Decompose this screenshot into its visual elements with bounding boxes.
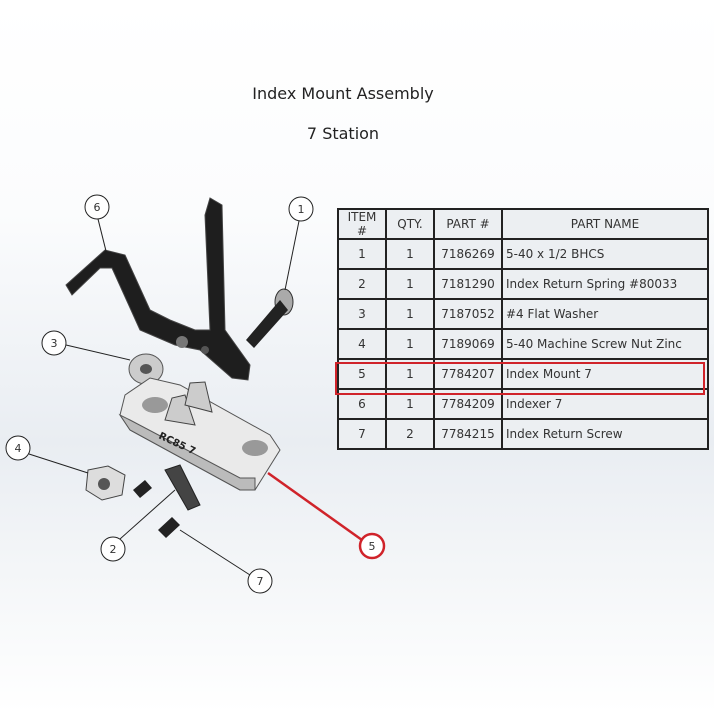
header-part-number: PART # bbox=[433, 208, 503, 240]
balloon-2: 2 bbox=[100, 536, 126, 562]
cell-part-number: 7187052 bbox=[433, 298, 503, 330]
part-screw-bhcs bbox=[246, 288, 294, 348]
cell-part-name: 5-40 x 1/2 BHCS bbox=[501, 238, 709, 270]
table-header: ITEM # QTY. PART # PART NAME bbox=[337, 208, 709, 240]
part-indexer bbox=[65, 197, 251, 381]
svg-text:2: 2 bbox=[110, 543, 117, 556]
cell-item: 4 bbox=[337, 328, 387, 360]
drawing-subtitle: 7 Station bbox=[306, 124, 380, 143]
part-spring bbox=[164, 464, 201, 511]
cell-qty: 1 bbox=[385, 328, 435, 360]
cell-part-name: 5-40 Machine Screw Nut Zinc bbox=[501, 328, 709, 360]
svg-text:4: 4 bbox=[15, 442, 22, 455]
cell-item: 1 bbox=[337, 238, 387, 270]
svg-text:5: 5 bbox=[369, 540, 376, 553]
cell-part-number: 7189069 bbox=[433, 328, 503, 360]
part-index-mount: RC85 7 bbox=[118, 377, 281, 491]
svg-text:6: 6 bbox=[94, 201, 101, 214]
cell-part-name: Index Return Screw bbox=[501, 418, 709, 450]
cell-part-name: Index Return Spring #80033 bbox=[501, 268, 709, 300]
header-qty: QTY. bbox=[385, 208, 435, 240]
header-part-name: PART NAME bbox=[501, 208, 709, 240]
cell-qty: 1 bbox=[385, 298, 435, 330]
header-item: ITEM # bbox=[337, 208, 387, 240]
cell-item: 2 bbox=[337, 268, 387, 300]
cell-part-number: 7181290 bbox=[433, 268, 503, 300]
svg-text:3: 3 bbox=[51, 337, 58, 350]
cell-item: 3 bbox=[337, 298, 387, 330]
cell-part-number: 7186269 bbox=[433, 238, 503, 270]
balloon-1: 1 bbox=[288, 196, 314, 222]
cell-part-name: #4 Flat Washer bbox=[501, 298, 709, 330]
cell-part-number: 7784215 bbox=[433, 418, 503, 450]
part-nut bbox=[85, 465, 126, 501]
balloon-6: 6 bbox=[84, 194, 110, 220]
cell-qty: 2 bbox=[385, 418, 435, 450]
balloon-7: 7 bbox=[247, 568, 273, 594]
cell-qty: 1 bbox=[385, 238, 435, 270]
svg-text:1: 1 bbox=[298, 203, 305, 216]
part-set-screw bbox=[158, 517, 180, 538]
balloon-4: 4 bbox=[5, 435, 31, 461]
cell-item: 7 bbox=[337, 418, 387, 450]
part-set-screw bbox=[133, 480, 152, 498]
highlight-box bbox=[335, 362, 705, 395]
drawing-title: Index Mount Assembly bbox=[252, 84, 434, 103]
cell-qty: 1 bbox=[385, 268, 435, 300]
balloon-5: 5 bbox=[358, 532, 386, 560]
svg-text:7: 7 bbox=[257, 575, 264, 588]
balloon-3: 3 bbox=[41, 330, 67, 356]
